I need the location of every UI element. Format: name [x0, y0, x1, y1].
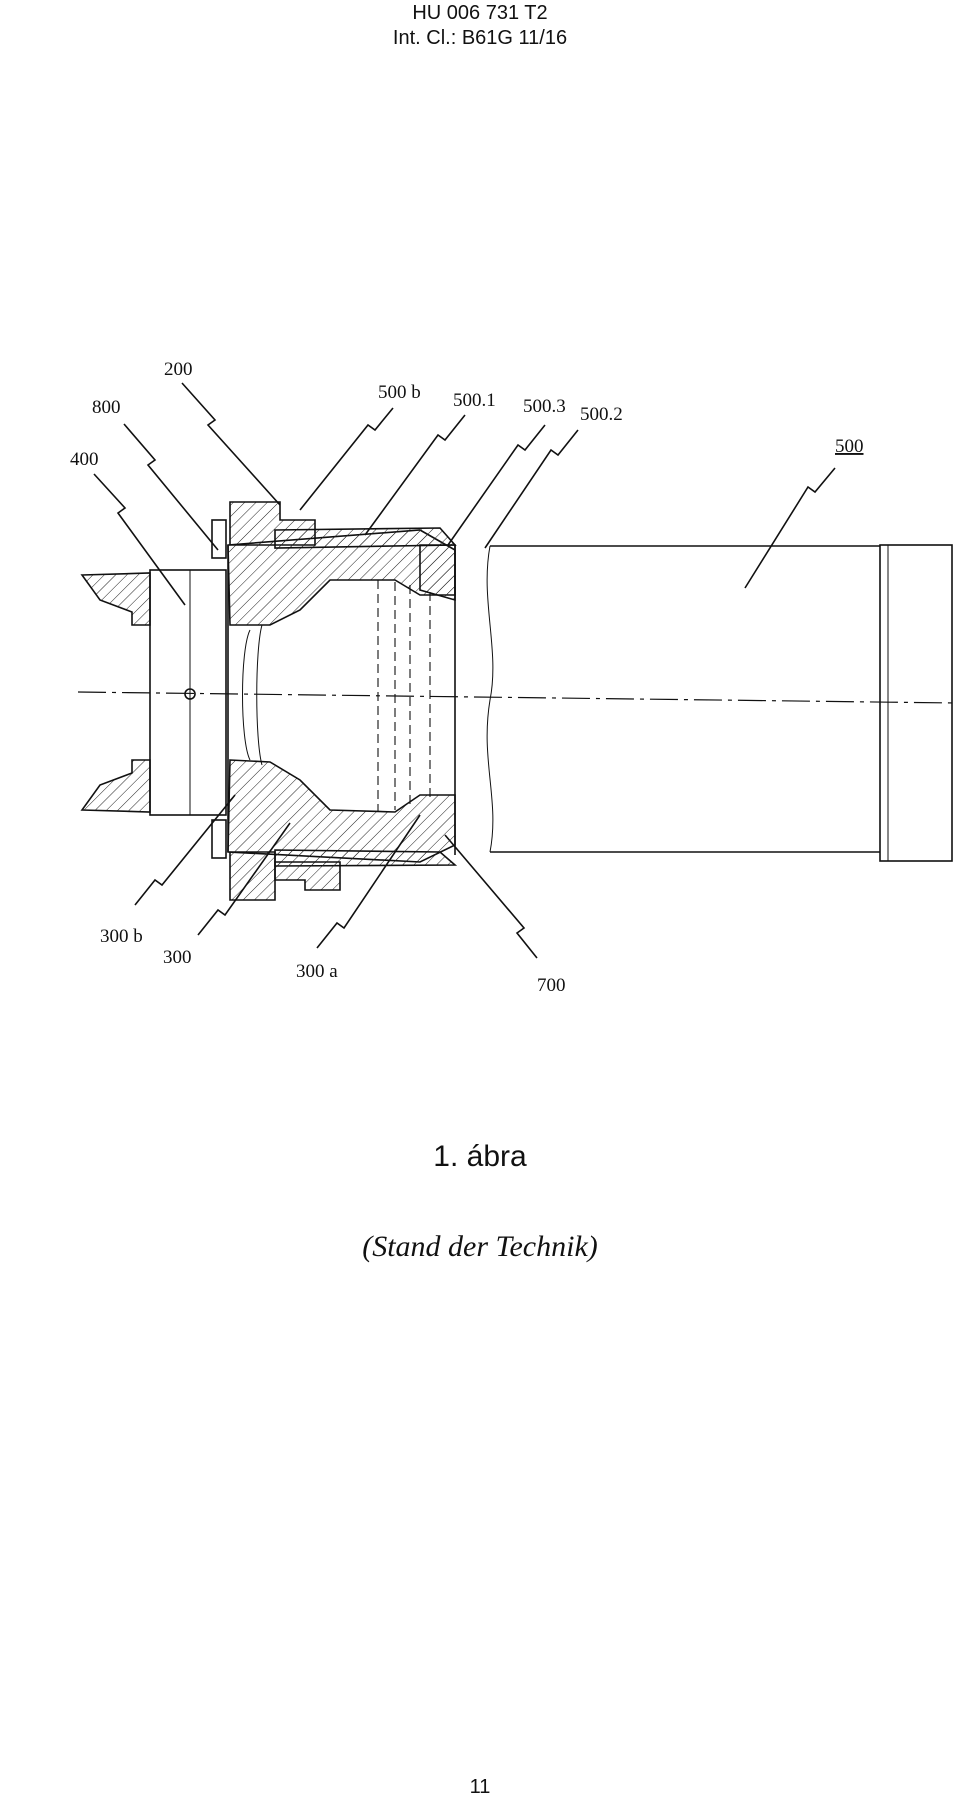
- label-500-3: 500.3: [523, 396, 566, 417]
- document-number: HU 006 731 T2: [412, 2, 548, 24]
- label-300a: 300 a: [296, 961, 338, 982]
- leader-lines: [93, 382, 836, 959]
- label-500-2: 500.2: [580, 404, 623, 425]
- label-200: 200: [164, 359, 193, 380]
- label-400: 400: [70, 449, 99, 470]
- label-800: 800: [92, 397, 121, 418]
- label-300b: 300 b: [100, 926, 143, 947]
- label-500b: 500 b: [378, 382, 421, 403]
- figure-subtitle: (Stand der Technik): [362, 1230, 598, 1263]
- figure-caption: 1. ábra: [433, 1140, 527, 1173]
- inner-detail: [211, 519, 456, 859]
- technical-drawing: 200 800 400 500 b 500.1 500.3 500.2 500 …: [70, 359, 956, 996]
- label-500: 500: [835, 436, 864, 457]
- label-700: 700: [537, 975, 566, 996]
- label-300: 300: [163, 947, 192, 968]
- classification: Int. Cl.: B61G 11/16: [392, 27, 568, 49]
- flange-400: [80, 569, 227, 816]
- center-axis: [77, 691, 956, 704]
- housing-lower: [227, 759, 458, 901]
- page-number: 11: [469, 1776, 491, 1798]
- housing-upper: [227, 501, 457, 626]
- label-500-1: 500.1: [453, 390, 496, 411]
- tube-500: [486, 544, 953, 862]
